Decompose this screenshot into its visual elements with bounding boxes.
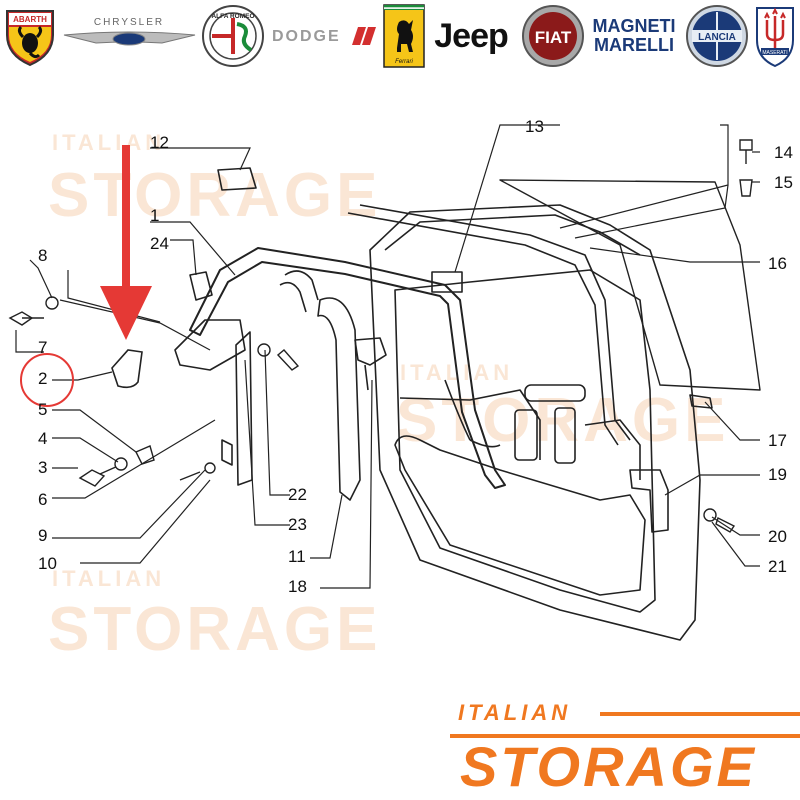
chrysler-logo-text: CHRYSLER [94,17,164,28]
ferrari-logo-text: Ferrari [395,59,413,65]
callout-17: 17 [768,431,787,450]
callout-11: 11 [288,547,306,566]
callout-13: 13 [525,117,544,136]
callout-19: 19 [768,465,787,484]
dodge-logo-text: DODGE [272,28,341,45]
watermark-bottom-storage: STORAGE [48,595,382,664]
maserati-trident-badge-icon: MASERATI [756,7,794,68]
callout-8: 8 [38,246,48,265]
fiat-logo-text: FIAT [535,28,572,47]
fiat-logo: FIAT [520,4,586,68]
callout-24: 24 [150,234,169,253]
washer-22 [257,343,271,357]
highlight-circle-part-2 [20,353,74,407]
washer-8 [45,296,59,310]
abarth-scorpion-shield-icon: ABARTH [6,10,54,67]
callout-20: 20 [768,527,787,546]
lancia-round-badge-icon: LANCIA [686,5,748,67]
cap-part-2 [111,349,143,389]
jeep-logo-text: Jeep [434,16,508,55]
callout-10: 10 [38,554,57,573]
footer-storage-text: STORAGE [460,735,757,798]
lancia-logo: LANCIA [684,4,750,68]
nut-5 [135,445,155,465]
callout-22: 22 [288,485,307,504]
washer-4 [114,457,128,471]
maserati-logo-text: MASERATI [762,50,787,56]
ferrari-prancing-horse-icon: Ferrari [383,4,425,68]
tailgate-exploded-diagram [8,124,761,641]
callout-6: 6 [38,490,48,509]
chrysler-logo: CHRYSLER [62,4,197,68]
washer-10 [204,462,216,474]
arrow-shaft [122,145,130,295]
watermark-top-storage: STORAGE [48,161,382,230]
bolt-14 [739,139,753,164]
callout-2: 2 [38,369,48,388]
footer-mid-rule [450,734,800,738]
alfa-romeo-logo-text: ALFA ROMEO [211,13,254,20]
callout-14: 14 [774,143,793,162]
leader-lines [15,124,760,589]
callout-21: 21 [768,557,787,576]
dodge-wordmark-icon: DODGE [272,27,376,45]
abarth-logo: ABARTH [2,4,58,68]
callout-23: 23 [288,515,307,534]
highlight-arrow [100,145,152,340]
jeep-logo: Jeep [428,4,514,68]
footer-italian-text: ITALIAN [458,700,572,725]
magneti-marelli-logo: MAGNETI MARELLI [588,4,680,68]
maserati-logo: MASERATI [752,4,798,68]
callout-3: 3 [38,458,48,477]
callout-12: 12 [150,133,169,152]
nut-15 [739,179,753,197]
callout-5: 5 [38,400,48,419]
lancia-logo-text: LANCIA [698,32,736,43]
brand-logo-bar: ABARTH CHRYSLER ALFA ROMEO DODGE [0,0,800,72]
callout-9: 9 [38,526,48,545]
callout-15: 15 [774,173,793,192]
callout-16: 16 [768,254,787,273]
watermark-mid-italian: ITALIAN [400,360,514,385]
alfa-romeo-round-badge-icon: ALFA ROMEO [202,5,264,67]
alfa-romeo-logo: ALFA ROMEO [200,4,266,68]
abarth-logo-text: ABARTH [13,15,47,24]
fiat-round-badge-icon: FIAT [522,5,584,67]
bolt-3 [78,469,106,487]
callout-1: 1 [150,206,160,225]
dodge-logo: DODGE [270,4,378,68]
washer-20 [703,508,717,522]
callout-7: 7 [38,338,48,357]
italian-storage-logo: ITALIAN STORAGE [430,700,800,800]
watermark-top-italian: ITALIAN [52,130,166,155]
callout-4: 4 [38,429,48,448]
callout-18: 18 [288,577,307,596]
magneti-marelli-logo-text: MAGNETI MARELLI [592,16,676,55]
tailgate-body [174,167,761,641]
watermark-bottom-italian: ITALIAN [52,566,166,591]
ferrari-logo: Ferrari [382,4,426,68]
chrysler-winged-badge-icon: CHRYSLER [63,17,196,46]
footer-top-rule [600,712,800,716]
bolt-22 [276,349,300,371]
arrow-head-icon [100,286,152,340]
